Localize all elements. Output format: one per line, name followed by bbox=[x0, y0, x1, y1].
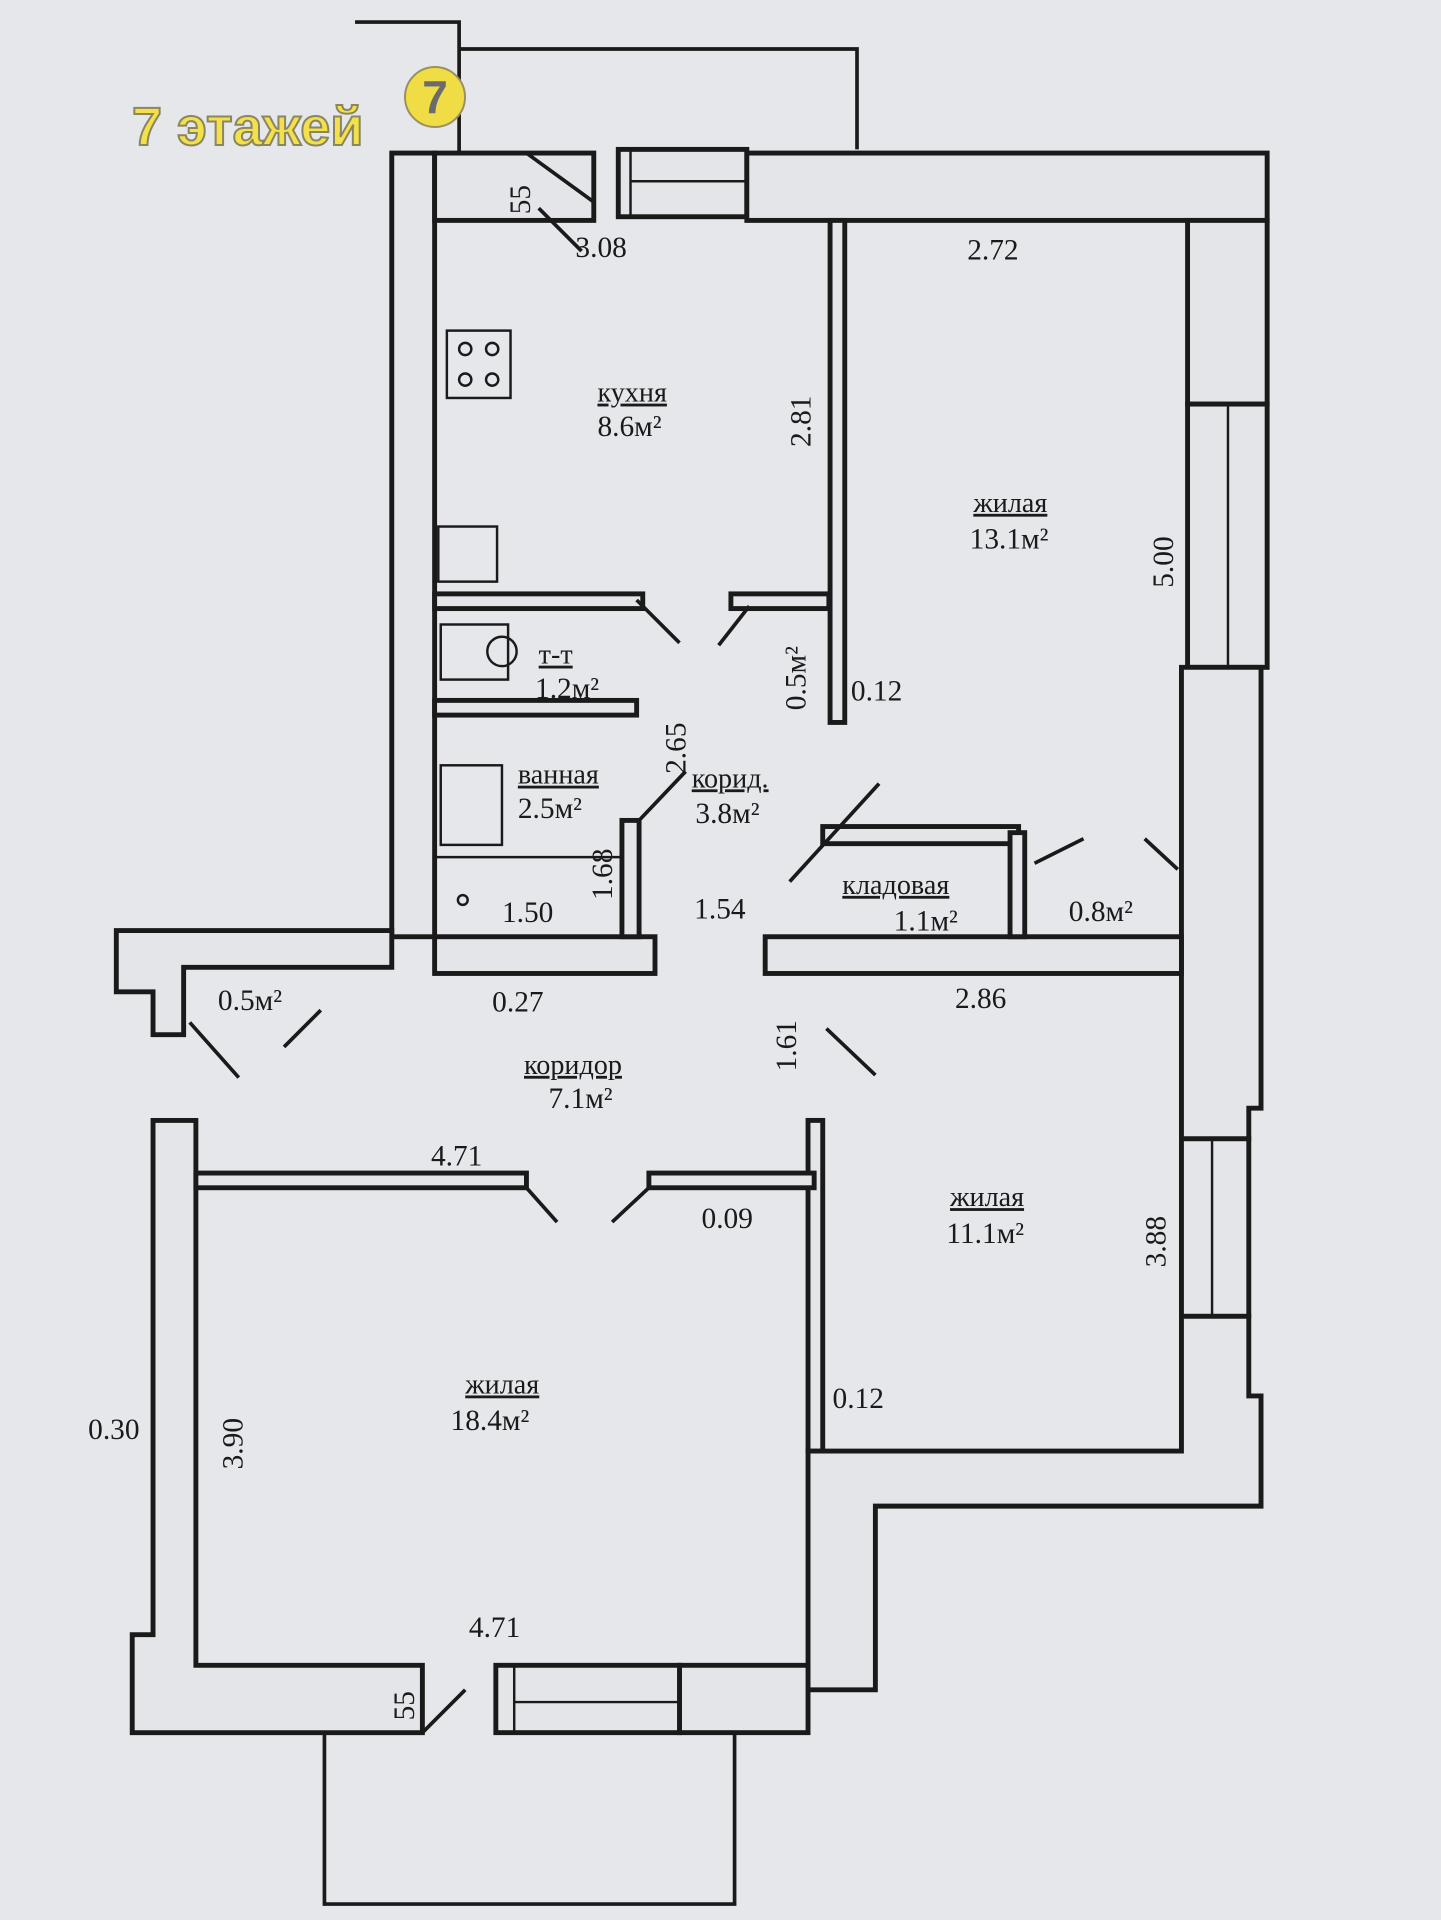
dim: 3.88 bbox=[1141, 1216, 1173, 1267]
drain-icon bbox=[456, 893, 469, 907]
dim: 0.30 bbox=[88, 1414, 139, 1446]
dim: 0.09 bbox=[702, 1203, 753, 1235]
wall-left-corridor bbox=[113, 928, 395, 1038]
wall-living-living bbox=[805, 1117, 826, 1454]
wall-right-1 bbox=[1185, 217, 1270, 407]
dim: 55 bbox=[505, 185, 537, 214]
label-toilet: т-т bbox=[539, 640, 573, 671]
area-toilet: 1.2м² bbox=[535, 673, 599, 705]
wall-storage-right bbox=[1007, 830, 1028, 940]
window-kitchen bbox=[615, 146, 750, 220]
dim: 55 bbox=[389, 1691, 421, 1720]
wall-kitchen-living bbox=[827, 217, 848, 725]
dim: 0.27 bbox=[492, 986, 543, 1018]
area-closet-left: 0.5м² bbox=[218, 985, 282, 1017]
area-living-big: 18.4м² bbox=[451, 1405, 530, 1437]
wall-toilet-top bbox=[432, 591, 646, 612]
label-corridor: коридор bbox=[524, 1050, 622, 1081]
wall-bottom-mid bbox=[677, 1662, 811, 1736]
area-living-top: 13.1м² bbox=[970, 524, 1049, 556]
wall-corridor-right bbox=[762, 934, 1184, 976]
area-kitchen: 8.6м² bbox=[597, 411, 661, 443]
wall-closet-top bbox=[728, 591, 832, 612]
label-small-corridor: корид. bbox=[692, 763, 769, 794]
dim: 1.54 bbox=[694, 893, 746, 925]
wall-big-top-left bbox=[193, 1170, 529, 1191]
wall-left-kitchen bbox=[389, 150, 438, 940]
dim: 1.50 bbox=[502, 897, 553, 929]
label-living-top: жилая bbox=[972, 488, 1047, 519]
wall-storage-top bbox=[820, 824, 1022, 847]
area-small-corridor: 3.8м² bbox=[695, 798, 759, 830]
area-living-right: 11.1м² bbox=[946, 1218, 1024, 1250]
dim: 2.86 bbox=[955, 983, 1006, 1015]
dim: 2.72 bbox=[967, 235, 1018, 267]
label-living-big: жилая bbox=[464, 1369, 539, 1400]
wall-bottom-left bbox=[129, 1117, 425, 1736]
dim: 2.65 bbox=[661, 722, 693, 773]
dim: 3.90 bbox=[217, 1418, 249, 1469]
wall-corridor-left bbox=[432, 934, 658, 976]
area-storage: 1.1м² bbox=[894, 906, 958, 938]
window-living-top bbox=[1185, 401, 1270, 670]
stove-icon bbox=[445, 329, 512, 400]
window-living-right bbox=[1179, 1136, 1252, 1319]
dim: 1.61 bbox=[771, 1020, 803, 1071]
balcony-top bbox=[459, 47, 859, 150]
dim: 0.12 bbox=[851, 675, 902, 707]
wall-toilet-bottom bbox=[432, 697, 640, 718]
dim: 2.81 bbox=[785, 396, 817, 447]
dim: 4.71 bbox=[431, 1141, 482, 1173]
balcony-bottom bbox=[322, 1732, 737, 1906]
wall-top-right bbox=[744, 150, 1270, 223]
dim: 1.68 bbox=[587, 849, 619, 900]
area-closet-top: 0.5м² bbox=[781, 646, 813, 710]
label-living-right: жилая bbox=[949, 1182, 1024, 1213]
wall-right-2 bbox=[1179, 664, 1264, 1142]
wall-big-top-right bbox=[646, 1170, 817, 1191]
area-closet-right: 0.8м² bbox=[1069, 896, 1133, 928]
watermark-text: 7 этажей bbox=[131, 96, 364, 158]
window-living-big bbox=[493, 1662, 682, 1736]
sink-icon bbox=[437, 525, 499, 583]
toilet-icon bbox=[439, 623, 518, 681]
label-storage: кладовая bbox=[842, 870, 949, 901]
dim: 5.00 bbox=[1148, 536, 1180, 587]
bathtub-icon bbox=[439, 764, 504, 847]
area-bathroom: 2.5м² bbox=[518, 793, 582, 825]
watermark-logo-icon: 7 bbox=[404, 66, 466, 128]
label-kitchen: кухня bbox=[597, 378, 666, 409]
dim: 0.12 bbox=[833, 1383, 884, 1415]
wall-bottom-right bbox=[805, 1313, 1264, 1693]
area-corridor: 7.1м² bbox=[548, 1083, 612, 1115]
dim: 4.71 bbox=[469, 1612, 520, 1644]
wall-bath-right bbox=[619, 817, 642, 940]
wall-top-left bbox=[432, 150, 597, 223]
door-swings bbox=[188, 151, 1180, 1734]
dim: 3.08 bbox=[575, 232, 626, 264]
label-bathroom: ванная bbox=[518, 760, 599, 791]
